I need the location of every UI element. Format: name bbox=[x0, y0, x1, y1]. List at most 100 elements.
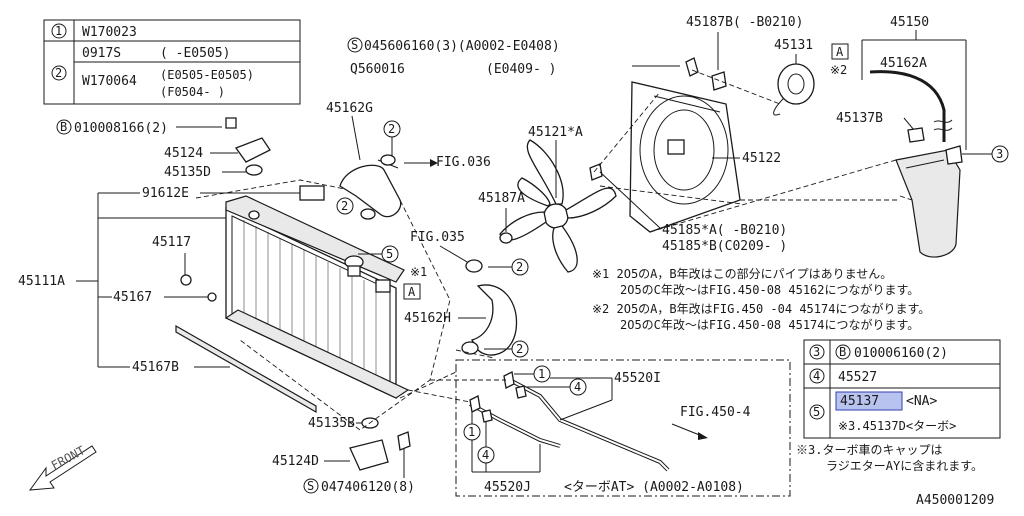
label-45135b: 45135B bbox=[308, 416, 355, 431]
clamp-callouts: 2 2 2 2 5 bbox=[336, 120, 529, 358]
table-row-2-circle bbox=[51, 65, 67, 81]
turbo-callout-1-top: 1 bbox=[538, 367, 545, 381]
fan-motor-45131 bbox=[773, 63, 815, 116]
table-row-2b-value: W170064 bbox=[82, 74, 137, 89]
label-45124d: 45124D bbox=[272, 454, 319, 469]
label-fig450-4: FIG.450-4 bbox=[680, 405, 751, 420]
upper-bracket bbox=[225, 117, 271, 176]
turbo-callout-1-bottom: 1 bbox=[468, 425, 475, 439]
b-bolt-circle bbox=[56, 119, 72, 135]
label-b-bolt-010008166: 010008166(2) bbox=[74, 121, 168, 136]
label-q560016: Q560016 bbox=[350, 62, 405, 77]
label-45121a: 45121*A bbox=[528, 125, 583, 140]
radiator bbox=[180, 185, 410, 400]
rtable-row-5-value-a-suffix: <NA> bbox=[906, 394, 937, 409]
rtable-row-5-value-a: 45137 bbox=[840, 394, 879, 409]
diagram-reference-id: A450001209 bbox=[916, 493, 994, 508]
label-s-bolt-047406120: 047406120(8) bbox=[321, 480, 415, 495]
table-row-2b-range-1: (E0505-E0505) bbox=[160, 68, 254, 82]
callout-3: 3 bbox=[996, 147, 1003, 161]
rtable-row-4-value: 45527 bbox=[838, 370, 877, 385]
table-row-2b-range-2: (F0504- ) bbox=[160, 85, 225, 99]
label-45162h: 45162H bbox=[404, 311, 451, 326]
label-q560016-range: (E0409- ) bbox=[486, 62, 556, 77]
label-45131: 45131 bbox=[774, 38, 813, 53]
note-2-mark: ※2 bbox=[830, 63, 847, 77]
clip-45187b bbox=[711, 71, 727, 91]
turbo-callout-4-top: 4 bbox=[574, 380, 581, 394]
label-45520j: 45520J bbox=[484, 480, 531, 495]
callout-5-cap: 5 bbox=[386, 247, 393, 261]
s-bolt-bottom-circle bbox=[303, 478, 319, 494]
label-45162a: 45162A bbox=[880, 56, 927, 71]
label-fig036: FIG.036 bbox=[436, 155, 491, 170]
lower-hose-45162h bbox=[471, 284, 518, 356]
note-3-line-b: ラジエターAYに含まれます。 bbox=[826, 458, 983, 473]
rtable-row-3-value: 010006160(2) bbox=[854, 346, 948, 361]
label-45185b: 45185*B(C0209- ) bbox=[662, 239, 787, 254]
label-turbo-at: <ターボAT> (A0002-A0108) bbox=[564, 480, 744, 495]
turbo-callout-4-bottom: 4 bbox=[482, 448, 489, 462]
rtable-row-3-glyph: B bbox=[839, 345, 846, 359]
o-ring-45167 bbox=[207, 292, 217, 302]
fan-nut-45187a bbox=[499, 232, 513, 244]
table-row-2a-range: ( -E0505) bbox=[160, 46, 230, 61]
label-45124: 45124 bbox=[164, 146, 203, 161]
callout-2-lower: 2 bbox=[516, 342, 523, 356]
table-row-2a-value: 0917S bbox=[82, 46, 121, 61]
right-parts-table: 3 B 010006160(2) 4 45527 5 45137 <NA> ※3… bbox=[803, 339, 1001, 439]
label-45167: 45167 bbox=[113, 290, 152, 305]
fan-screw-45185 bbox=[589, 163, 603, 181]
left-labels: B 010008166(2) 45124 45135D 91612E 45117… bbox=[18, 119, 415, 495]
rtable-row-3-num: 3 bbox=[813, 345, 820, 359]
table-row-1-value: W170023 bbox=[82, 25, 137, 40]
s-bolt-bottom-glyph: S bbox=[307, 479, 314, 493]
note-2-line-b: 2O5のC年改～はFIG.450-08 45174につながります。 bbox=[620, 317, 919, 332]
callout-2-right: 2 bbox=[516, 260, 523, 274]
table-row-1-circle bbox=[51, 23, 67, 39]
label-45167b: 45167B bbox=[132, 360, 179, 375]
label-45162g: 45162G bbox=[326, 101, 373, 116]
label-s-bolt-045606160: 045606160(3)(A0002-E0408) bbox=[364, 39, 560, 54]
table-row-2-num: 2 bbox=[55, 66, 62, 80]
callout-2-mid: 2 bbox=[341, 199, 348, 213]
radiator-seal-45167b bbox=[175, 324, 317, 414]
label-45111a: 45111A bbox=[18, 274, 65, 289]
rtable-row-5-value-b: ※3.45137D<ターボ> bbox=[838, 419, 956, 433]
label-91612e: 91612E bbox=[142, 186, 189, 201]
box-a-left bbox=[403, 283, 421, 300]
top-left-parts-table: 1 W170023 2 0917S ( -E0505) W170064 (E05… bbox=[43, 19, 301, 105]
box-a-right-letter: A bbox=[836, 45, 844, 59]
front-arrow: FRONT bbox=[28, 443, 97, 491]
label-45520i: 45520I bbox=[614, 371, 661, 386]
bolt-top-shroud bbox=[685, 57, 699, 77]
s-bolt-top-glyph: S bbox=[351, 38, 358, 52]
drain-plug-45117 bbox=[180, 274, 192, 286]
label-45187b: 45187B( -B0210) bbox=[686, 15, 803, 30]
note-1-mark: ※1 bbox=[410, 265, 427, 279]
label-45117: 45117 bbox=[152, 235, 191, 250]
label-45185a: 45185*A( -B0210) bbox=[662, 223, 787, 238]
b-bolt-glyph: B bbox=[60, 120, 67, 134]
lower-bracket bbox=[349, 417, 411, 471]
rtable-row-5-highlight[interactable] bbox=[835, 391, 903, 411]
front-label: FRONT bbox=[49, 443, 87, 472]
label-45137b: 45137B bbox=[836, 111, 883, 126]
box-a-left-letter: A bbox=[408, 285, 416, 299]
callout-2-top: 2 bbox=[388, 122, 395, 136]
fan-shroud-45122 bbox=[629, 81, 741, 233]
cap-45137b bbox=[907, 127, 925, 143]
note-2-line-a: ※2 2O5のA，B年改はFIG.450 -04 45174につながります。 bbox=[592, 301, 930, 316]
label-45122: 45122 bbox=[742, 151, 781, 166]
rtable-row-5-num: 5 bbox=[813, 405, 820, 419]
s-bolt-top-circle bbox=[347, 37, 363, 53]
rtable-row-4-num: 4 bbox=[813, 369, 820, 383]
label-45135d: 45135D bbox=[164, 165, 211, 180]
label-fig035: FIG.035 bbox=[410, 230, 465, 245]
note-3-line-a: ※3.ターボ車のキャップは bbox=[796, 443, 942, 457]
label-45187a: 45187A bbox=[478, 191, 525, 206]
note-1-line-a: ※1 2O5のA，B年改はこの部分にパイプはありません。 bbox=[592, 266, 892, 281]
box-a-right bbox=[831, 43, 849, 60]
upper-hose-45162g bbox=[339, 159, 402, 218]
